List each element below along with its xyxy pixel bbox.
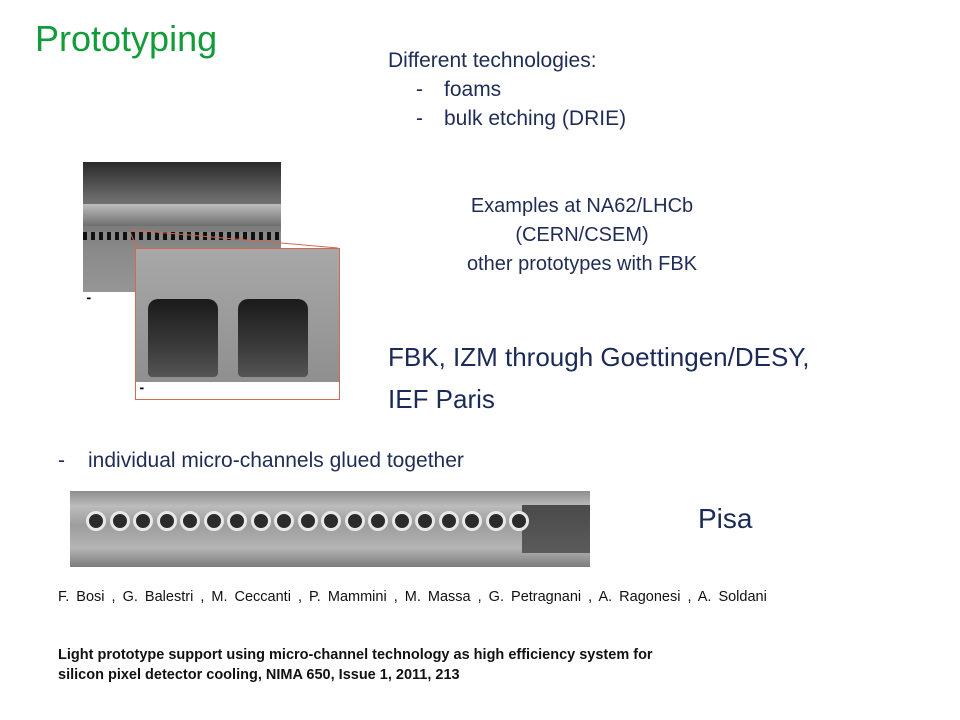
technology-item: -bulk etching (DRIE) [416, 107, 627, 130]
channel-ring [344, 511, 365, 531]
channel-ring [297, 511, 318, 531]
fbk-partners-text: FBK, IZM through Goettingen/DESY, IEF Pa… [388, 342, 810, 414]
pisa-label: Pisa [698, 503, 753, 534]
channel-ring [180, 511, 200, 531]
channel-ring [156, 511, 177, 531]
channel-ring [391, 511, 412, 531]
channel-ring [368, 511, 388, 531]
individual-channels-item: -individual micro-channels glued togethe… [58, 449, 464, 472]
channel-ring [109, 511, 130, 531]
technology-item: -foams [416, 78, 502, 101]
technologies-list: Different technologies: -foams -bulk etc… [388, 46, 626, 133]
examples-text: Examples at NA62/LHCb (CERN/CSEM) other … [466, 195, 698, 275]
channel-ring [227, 511, 247, 531]
sem-image-channel-detail: ▬ [135, 248, 340, 400]
reference-citation: Light prototype support using micro-chan… [58, 647, 653, 683]
channel-ring [274, 511, 294, 531]
channel-ring [86, 511, 106, 531]
channel-ring [250, 511, 271, 531]
technologies-heading: Different technologies: [388, 49, 597, 72]
channel-ring [203, 511, 224, 531]
channel-ring [462, 511, 482, 531]
channel-ring [509, 511, 529, 531]
micro-channel-strip-image [70, 491, 590, 567]
channel-ring [321, 511, 341, 531]
channel-ring [438, 511, 459, 531]
authors-line: F. Bosi , G. Balestri , M. Ceccanti , P.… [58, 589, 767, 605]
zoom-connector-lines [129, 229, 339, 251]
channel-ring [485, 511, 506, 531]
channel-ring [133, 511, 153, 531]
channel-ring [415, 511, 435, 531]
page-title: Prototyping [35, 18, 218, 59]
